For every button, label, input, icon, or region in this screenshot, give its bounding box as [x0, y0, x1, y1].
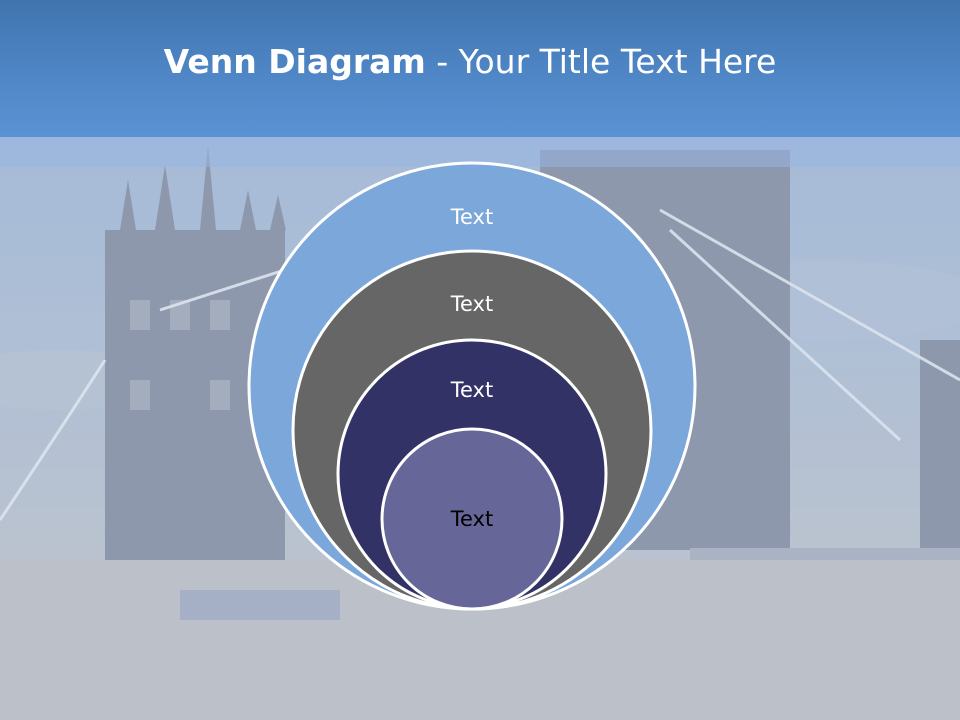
venn-circle-inner[interactable]	[380, 427, 564, 611]
venn-label-second: Text	[450, 292, 493, 316]
venn-label-inner: Text	[450, 507, 493, 531]
slide-title-bold: Venn Diagram	[163, 42, 426, 81]
title-bar	[0, 0, 960, 137]
venn-label-outer: Text	[450, 205, 493, 229]
slide-title-rest: - Your Title Text Here	[425, 42, 777, 81]
slide-title: Venn Diagram - Your Title Text Here	[0, 40, 940, 84]
venn-label-third: Text	[450, 378, 493, 402]
